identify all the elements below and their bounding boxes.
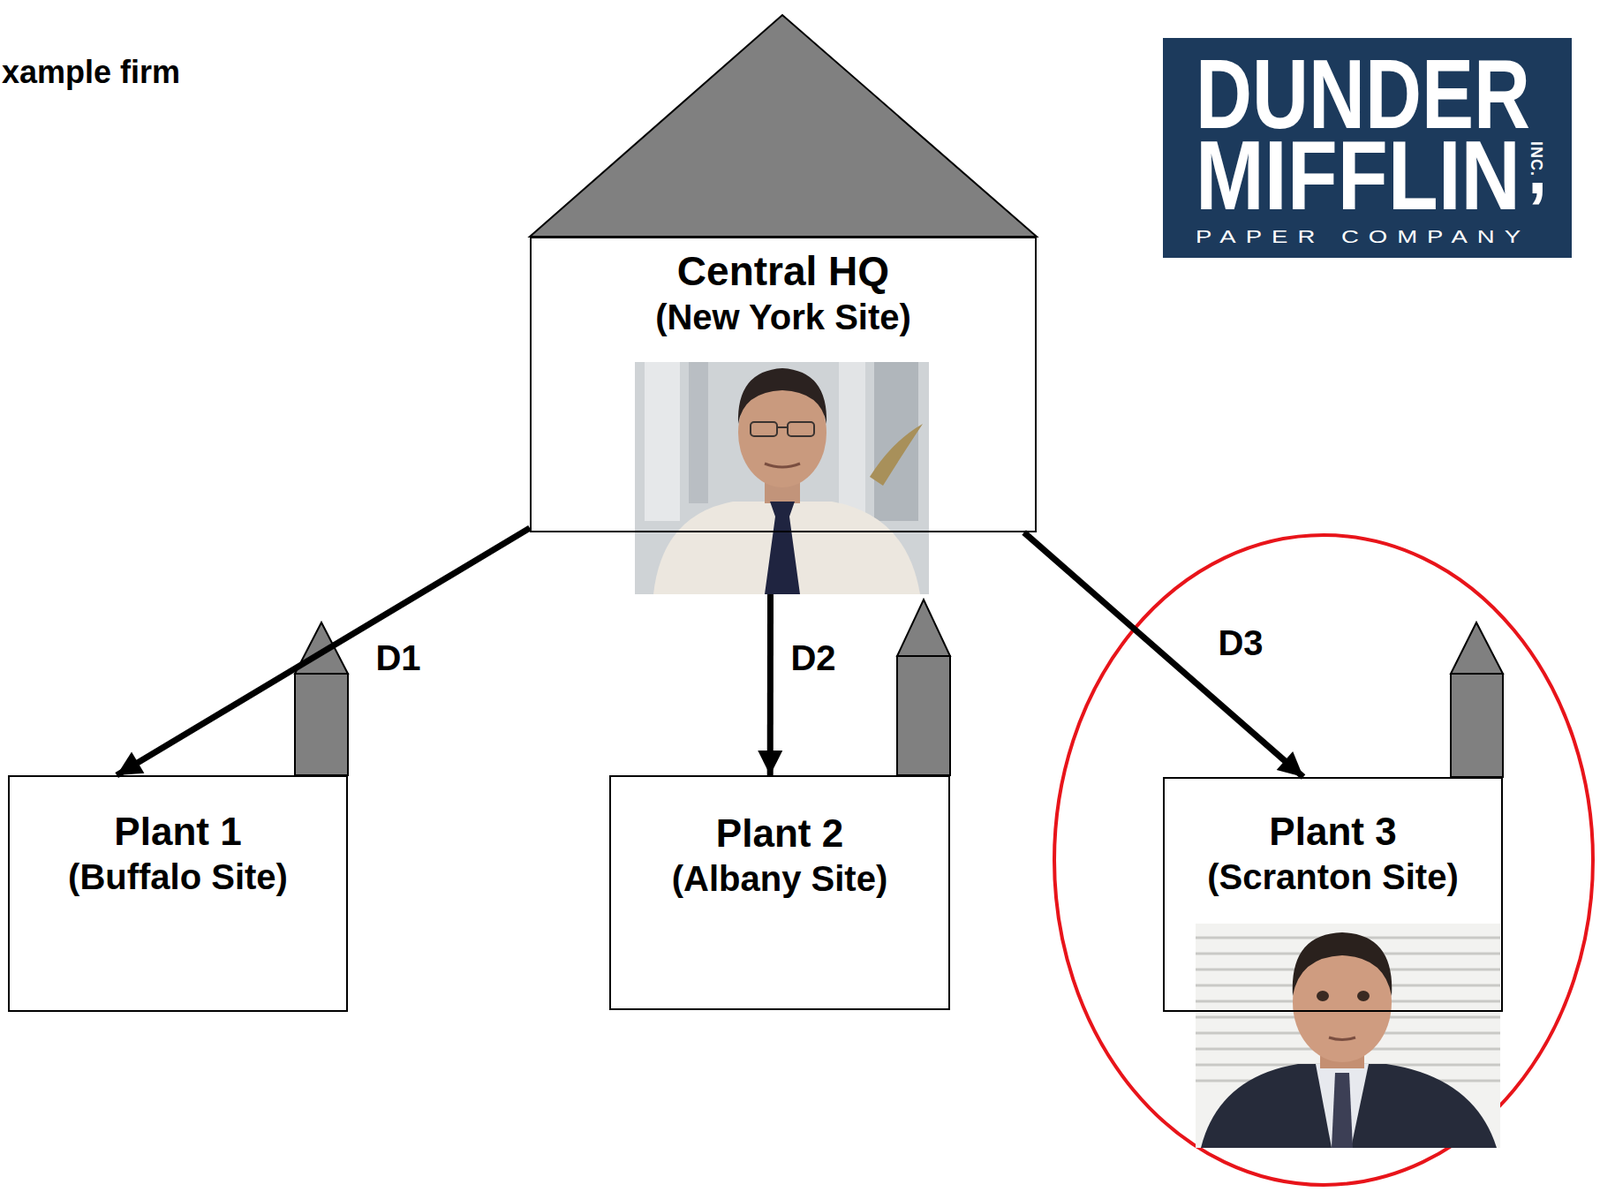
eye — [1357, 990, 1370, 1002]
window-pane — [644, 362, 680, 521]
tie — [1331, 1072, 1353, 1148]
plant-leaf — [869, 423, 923, 486]
logo-background — [1162, 37, 1572, 258]
suit — [1200, 1064, 1497, 1148]
flow-label: D1 — [375, 638, 421, 678]
site-name: (New York Site) — [655, 295, 912, 339]
shirt — [653, 501, 921, 595]
hair — [1292, 932, 1393, 997]
plant-tower — [294, 622, 348, 776]
tower-body — [294, 673, 348, 776]
glasses — [750, 422, 815, 437]
node-heading: Plant 1 — [113, 808, 242, 856]
window-pane — [688, 362, 709, 504]
logo-text: , — [1527, 134, 1548, 205]
mouth — [764, 463, 800, 468]
tower-body — [1450, 673, 1503, 778]
node-heading: Central HQ — [677, 247, 890, 296]
eye — [1316, 990, 1329, 1002]
hair — [738, 368, 827, 424]
shirt — [1315, 1064, 1369, 1148]
plant-tower — [897, 599, 951, 776]
window-pane — [874, 362, 919, 521]
diagram-title: xample firm — [1, 52, 181, 91]
photo-backdrop — [634, 362, 929, 595]
plant-box: Plant 3(Scranton Site) — [1162, 777, 1503, 1012]
manager-photo — [1195, 923, 1501, 1148]
node-heading: Plant 2 — [716, 810, 844, 858]
logo-text: MIFFLIN — [1195, 126, 1521, 226]
flow-label: D2 — [790, 638, 836, 678]
plant-tower — [1450, 622, 1503, 778]
logo-text: PAPER COMPANY — [1195, 227, 1531, 246]
tower-roof — [897, 599, 951, 657]
site-name: (Buffalo Site) — [67, 855, 288, 899]
hq-roof — [529, 15, 1037, 237]
site-name: (Albany Site) — [671, 857, 888, 900]
node-heading: Plant 3 — [1268, 808, 1397, 856]
mouth — [1328, 1037, 1356, 1041]
tie — [764, 501, 800, 595]
flow-arrow — [116, 528, 530, 776]
window-blinds — [1195, 937, 1501, 1081]
manager-photo — [634, 362, 929, 595]
plant-box: Plant 2(Albany Site) — [609, 775, 951, 1011]
flow-label: D3 — [1217, 623, 1263, 663]
plant-box: Plant 1(Buffalo Site) — [7, 775, 348, 1012]
photo-backdrop — [1195, 923, 1501, 1148]
site-name: (Scranton Site) — [1207, 855, 1458, 899]
tower-roof — [1450, 622, 1503, 674]
tower-body — [897, 656, 951, 776]
hq-box: Central HQ(New York Site) — [529, 236, 1037, 533]
flow-arrow — [1024, 532, 1304, 778]
